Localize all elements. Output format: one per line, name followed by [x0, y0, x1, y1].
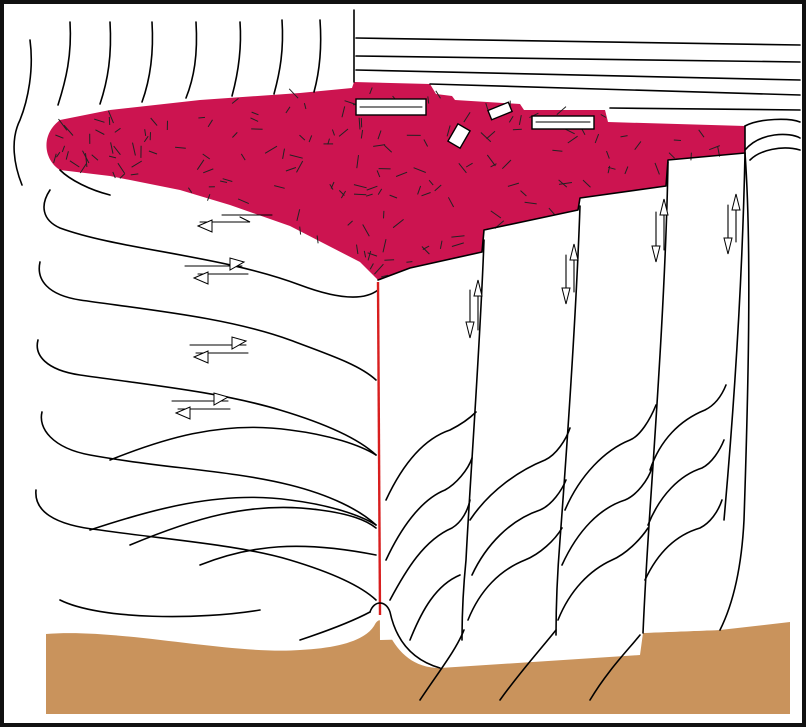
crystal-tick	[198, 117, 205, 118]
crystal-tick	[691, 153, 692, 161]
crystal-tick	[384, 260, 394, 261]
crystal-tick	[513, 129, 522, 130]
crystal-tick	[674, 140, 681, 141]
crystal-tick	[406, 262, 412, 263]
crystal-tick	[354, 194, 366, 195]
